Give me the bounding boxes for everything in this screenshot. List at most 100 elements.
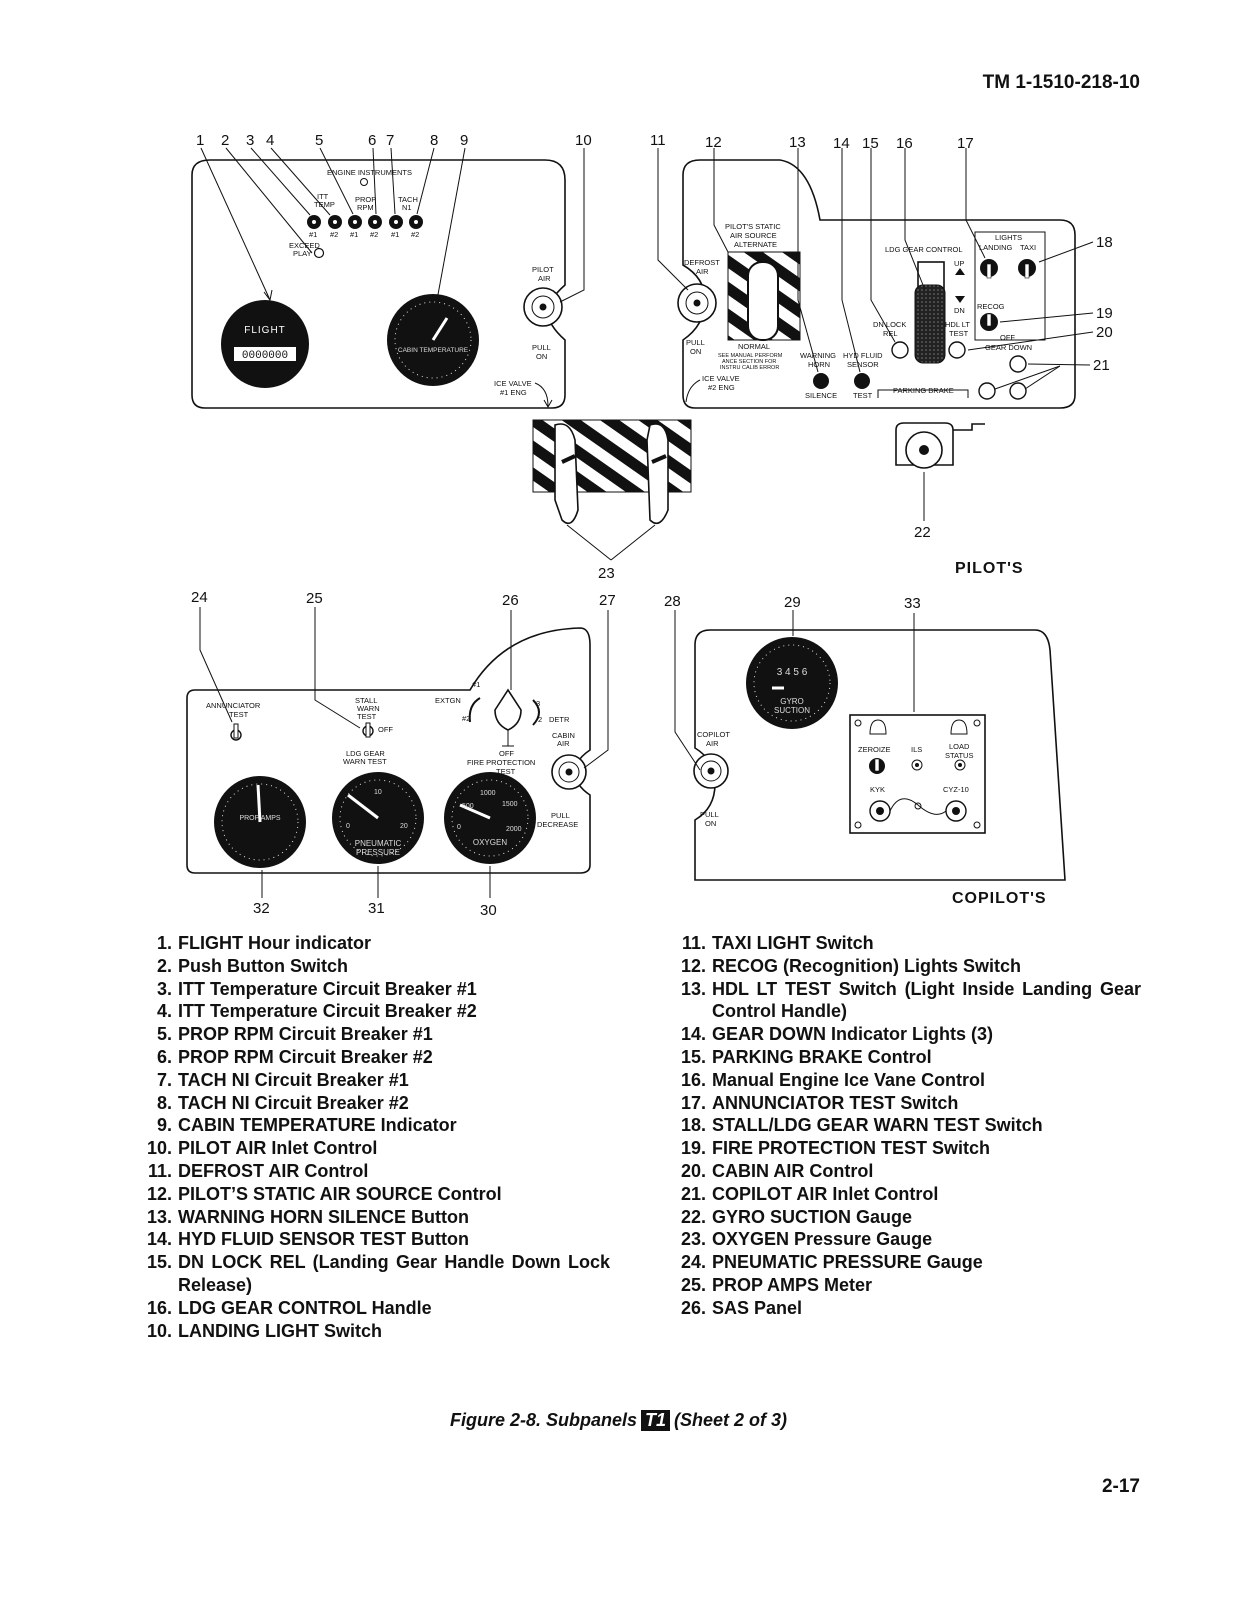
svg-text:2: 2 xyxy=(538,715,542,724)
warning-horn-silence-button[interactable]: WARNING HORN SILENCE xyxy=(800,351,837,400)
itt-temp-label: ITT TEMP xyxy=(314,192,335,209)
svg-text:AIR: AIR xyxy=(557,739,570,748)
svg-text:14: 14 xyxy=(833,135,850,152)
ice-vane-control-block[interactable] xyxy=(532,419,692,525)
svg-text:3: 3 xyxy=(536,699,540,708)
svg-text:OFF: OFF xyxy=(1000,333,1015,342)
legend-item: 23.OXYGEN Pressure Gauge xyxy=(680,1229,933,1250)
svg-text:3 4 5 6: 3 4 5 6 xyxy=(777,667,808,678)
legend-item: 10.PILOT AIR Inlet Control xyxy=(146,1138,378,1159)
svg-text:4: 4 xyxy=(266,132,274,149)
parking-brake-control[interactable]: PARKING BRAKE xyxy=(877,386,985,469)
legend-item: 19.FIRE PROTECTION TEST Switch xyxy=(680,1138,991,1159)
svg-text:SENSOR: SENSOR xyxy=(847,360,879,369)
legend-item: 14.HYD FLUID SENSOR TEST Button xyxy=(146,1229,469,1250)
svg-text:N1: N1 xyxy=(402,203,412,212)
svg-text:#2: #2 xyxy=(411,230,419,239)
svg-text:26: 26 xyxy=(502,592,519,609)
svg-text:UP: UP xyxy=(954,259,964,268)
svg-text:17: 17 xyxy=(957,135,974,152)
svg-text:#1 ENG: #1 ENG xyxy=(500,388,527,397)
svg-text:13: 13 xyxy=(789,134,806,151)
circuit-breaker-row[interactable] xyxy=(307,215,423,229)
copilot-air-control[interactable]: COPILOT AIR PULL ON xyxy=(693,730,730,828)
legend-item: 16.LDG GEAR CONTROL Handle xyxy=(146,1297,432,1318)
svg-text:FLIGHT: FLIGHT xyxy=(244,325,286,336)
engine-instruments-label: ENGINE INSTRUMENTS xyxy=(327,168,412,186)
svg-text:20: 20 xyxy=(1096,324,1113,341)
svg-text:CYZ-10: CYZ-10 xyxy=(943,785,969,794)
legend-item: 24.PNEUMATIC PRESSURE Gauge xyxy=(680,1252,983,1273)
circuit-breaker-numbers: #1 #2 #1 #2 #1 #2 xyxy=(309,230,419,239)
svg-text:500: 500 xyxy=(462,803,474,810)
stall-warn-test-switch[interactable]: STALL WARN TEST OFF LDG GEAR WARN TEST xyxy=(343,696,393,766)
svg-text:ON: ON xyxy=(690,347,701,356)
svg-text:PNEUMATIC: PNEUMATIC xyxy=(355,839,402,848)
svg-text:PULL: PULL xyxy=(532,343,551,352)
svg-text:11: 11 xyxy=(650,132,666,149)
svg-text:SEE MANUAL PERFORM: SEE MANUAL PERFORM xyxy=(718,353,783,359)
svg-text:CABIN TEMPERATURE: CABIN TEMPERATURE xyxy=(398,347,469,354)
hyd-fluid-sensor-test-button[interactable]: HYD FLUID SENSOR TEST xyxy=(843,351,883,400)
svg-text:WARN: WARN xyxy=(357,704,380,713)
svg-text:NORMAL: NORMAL xyxy=(738,342,770,351)
legend-item: 22.GYRO SUCTION Gauge xyxy=(680,1206,913,1227)
fire-protection-test-switch[interactable]: EXTGN #1 #2 3 2 DETR OFF FIRE PROTECTION… xyxy=(435,680,570,776)
svg-text:STALL: STALL xyxy=(355,696,377,705)
svg-text:DN: DN xyxy=(954,306,965,315)
legend-right: 11.TAXI LIGHT Switch 12.RECOG (Recogniti… xyxy=(676,932,1141,1320)
svg-text:16: 16 xyxy=(896,135,913,152)
svg-text:PLAY: PLAY xyxy=(293,249,312,258)
ldg-gear-control[interactable]: LDG GEAR CONTROL UP DN xyxy=(885,245,965,364)
svg-text:OXYGEN: OXYGEN xyxy=(473,838,507,847)
legend-item: 17.ANNUNCIATOR TEST Switch xyxy=(680,1092,959,1113)
svg-text:COPILOT: COPILOT xyxy=(697,730,730,739)
legend-item: 8.TACH NI Circuit Breaker #2 xyxy=(156,1092,409,1113)
gyro-suction-gauge: 3 4 5 6 GYRO SUCTION xyxy=(746,637,838,729)
svg-text:10: 10 xyxy=(575,132,592,149)
legend-item: 15.PARKING BRAKE Control xyxy=(680,1046,932,1067)
svg-text:RPM: RPM xyxy=(357,203,374,212)
svg-text:LANDING: LANDING xyxy=(979,243,1013,252)
svg-text:#1: #1 xyxy=(472,680,480,689)
svg-text:27: 27 xyxy=(599,592,616,609)
svg-text:#2: #2 xyxy=(330,230,338,239)
svg-text:7: 7 xyxy=(386,132,394,149)
svg-text:TEST: TEST xyxy=(357,712,377,721)
svg-text:LOAD: LOAD xyxy=(949,742,970,751)
pilot-air-control[interactable]: PILOT AIR PULL ON xyxy=(523,265,563,361)
legend-item: 26.SAS Panel xyxy=(680,1297,803,1318)
svg-text:1500: 1500 xyxy=(502,801,518,808)
ice-valve-2[interactable]: ICE VALVE #2 ENG xyxy=(685,374,740,403)
svg-text:HORN: HORN xyxy=(808,360,830,369)
svg-text:#1: #1 xyxy=(309,230,317,239)
annunciator-test-switch[interactable]: ANNUNCIATOR TEST xyxy=(206,701,261,741)
static-air-source-control[interactable]: PILOT'S STATIC AIR SOURCE ALTERNATE NORM… xyxy=(718,222,801,371)
svg-text:19: 19 xyxy=(1096,305,1113,322)
svg-text:10: 10 xyxy=(374,789,382,796)
svg-text:TEST: TEST xyxy=(853,391,873,400)
defrost-air-control[interactable]: DEFROST AIR PULL ON xyxy=(677,258,720,356)
svg-text:0: 0 xyxy=(457,824,461,831)
cabin-air-control[interactable]: CABIN AIR PULL DECREASE xyxy=(537,731,587,829)
svg-text:TAXI: TAXI xyxy=(1020,243,1036,252)
svg-text:0: 0 xyxy=(346,823,350,830)
legend-item: 6.PROP RPM Circuit Breaker #2 xyxy=(156,1046,433,1067)
callout-numbers: 1 2 3 4 5 6 7 8 9 10 11 12 13 14 15 16 1… xyxy=(191,132,1113,919)
svg-text:12: 12 xyxy=(705,134,722,151)
exceed-play-button[interactable]: EXCEED PLAY xyxy=(289,241,325,259)
svg-text:LDG GEAR: LDG GEAR xyxy=(346,749,385,758)
svg-text:PULL: PULL xyxy=(551,811,570,820)
sas-panel[interactable]: ZEROIZE ILS LOAD STATUS KYK CYZ-10 xyxy=(849,714,986,834)
legend-item: 5.PROP RPM Circuit Breaker #1 xyxy=(156,1024,433,1045)
svg-text:TACH: TACH xyxy=(398,195,418,204)
svg-text:#1: #1 xyxy=(350,230,358,239)
lights-switches[interactable]: LIGHTS LANDING TAXI RECOG OFF xyxy=(974,231,1046,342)
svg-text:ICE VALVE: ICE VALVE xyxy=(494,379,532,388)
ice-valve-1[interactable]: ICE VALVE #1 ENG xyxy=(494,379,553,409)
pilot-section-label: PILOT'S xyxy=(955,560,1024,577)
svg-text:PARKING BRAKE: PARKING BRAKE xyxy=(893,386,954,395)
caption-suffix: (Sheet 2 of 3) xyxy=(674,1410,788,1430)
hdl-lt-test-button[interactable]: HDL LT TEST xyxy=(945,320,970,359)
